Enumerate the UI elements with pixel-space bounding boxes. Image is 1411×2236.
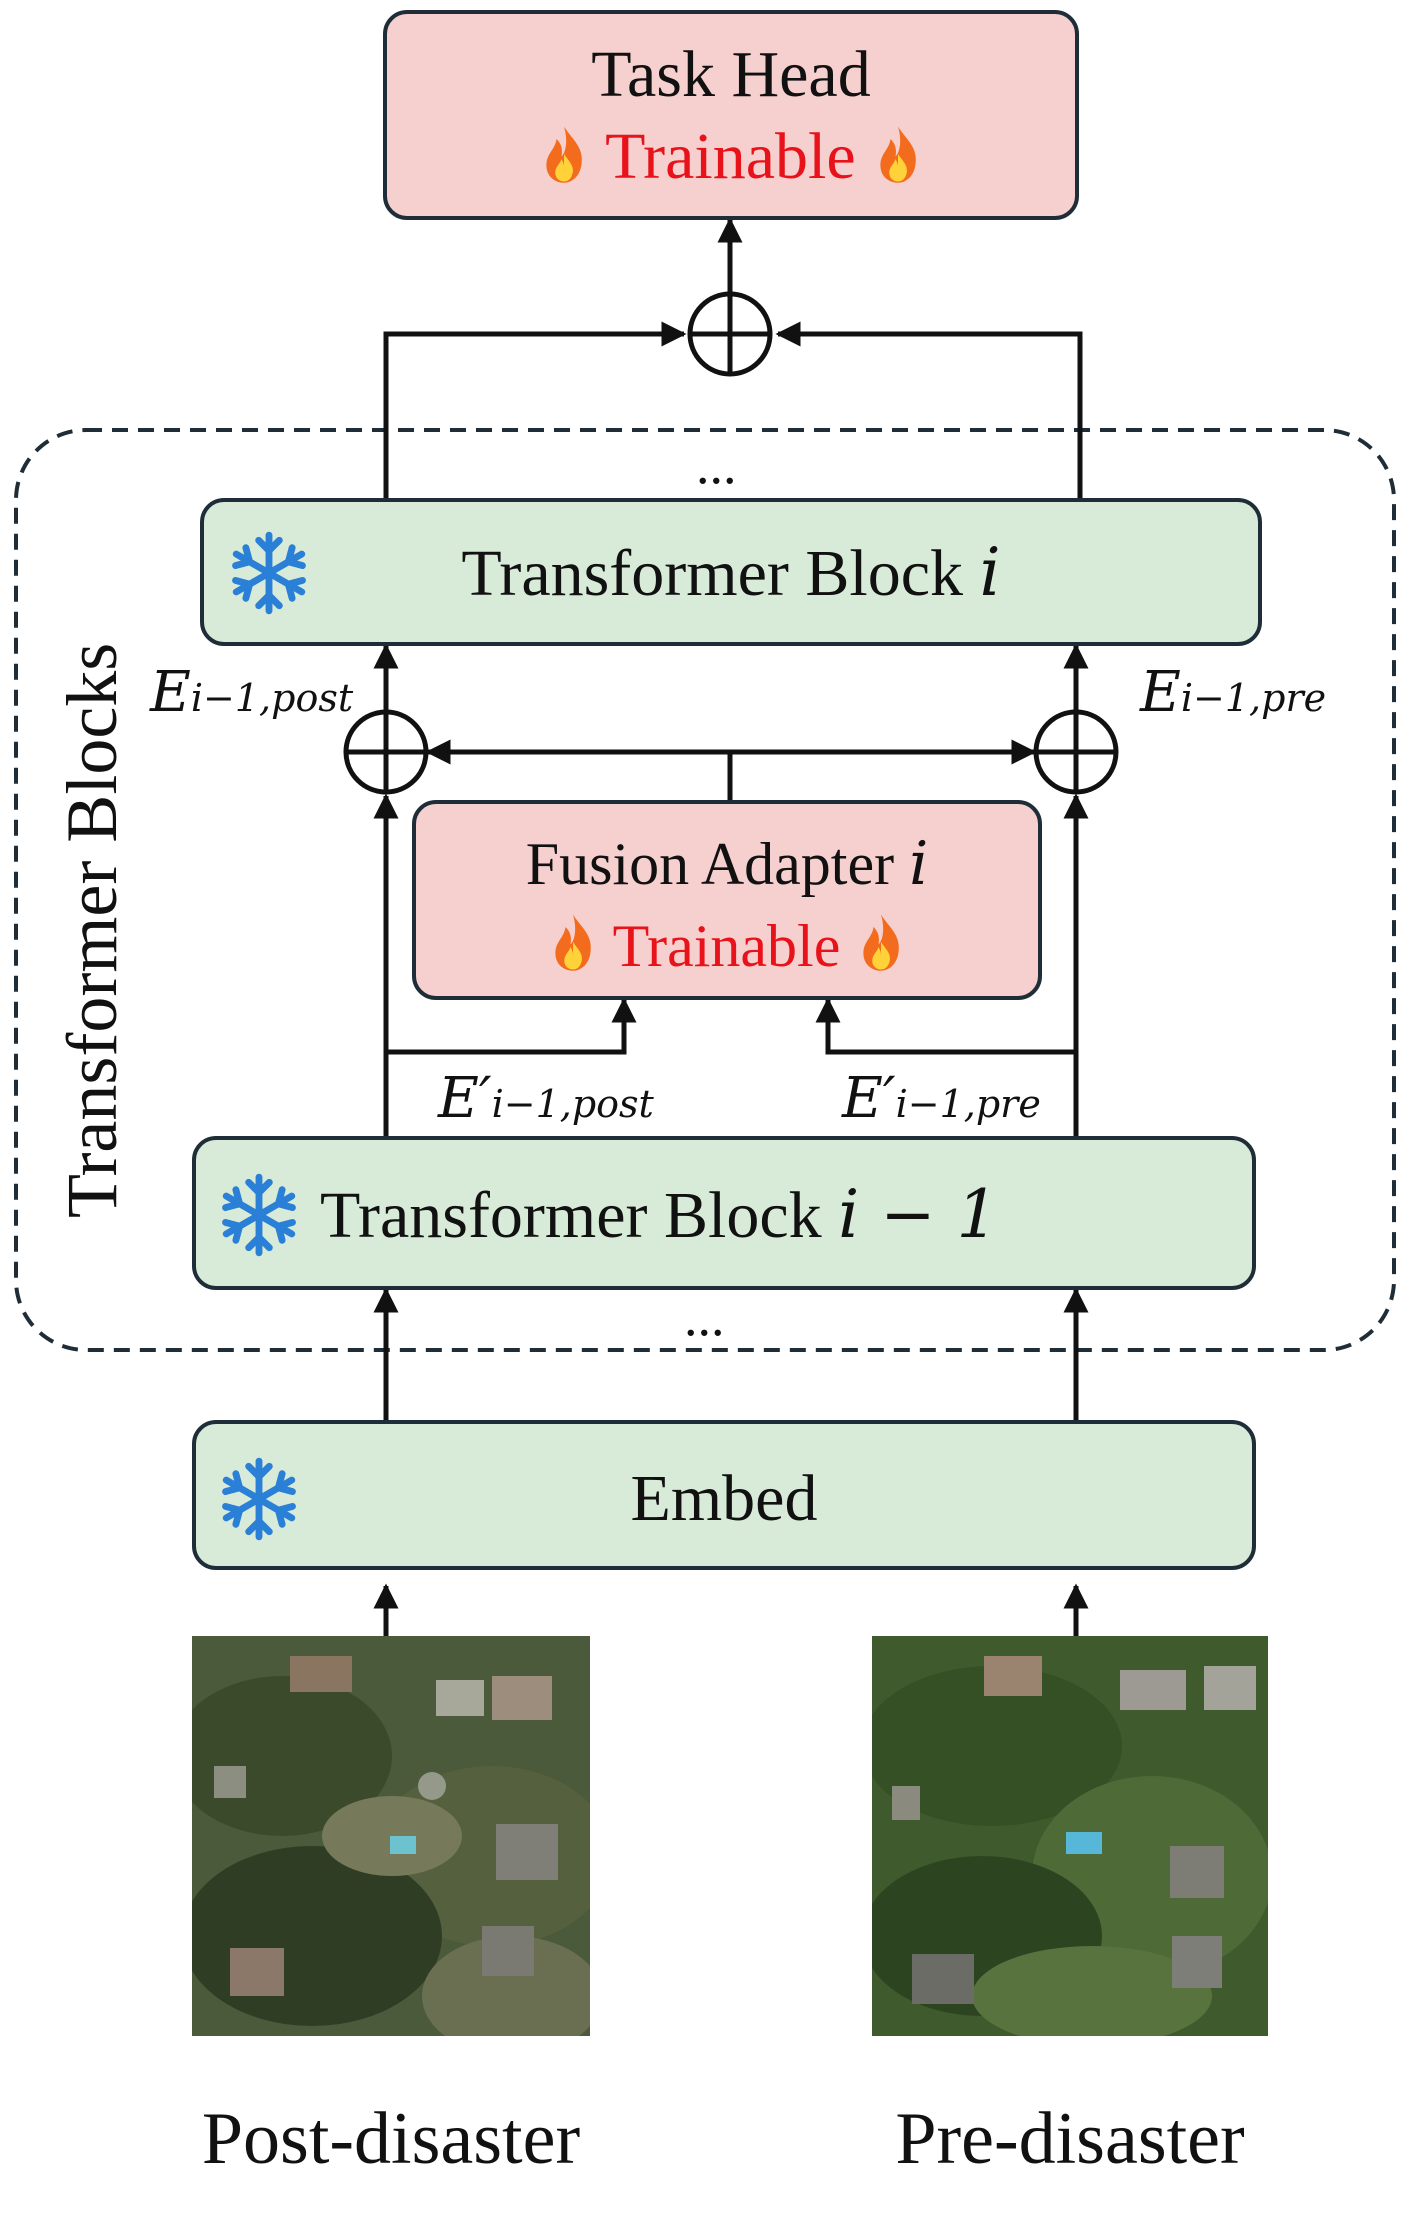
snowflake-icon: [222, 1457, 296, 1541]
flame-icon: [863, 914, 900, 971]
edge-label-e-post: Ei−1,post: [150, 660, 354, 725]
post-disaster-image: [192, 1636, 590, 2036]
fusion-adapter-title: Fusion Adapter i: [525, 829, 929, 899]
post-disaster-caption: Post-disaster: [201, 2098, 581, 2180]
task-head-title: Task Head: [591, 38, 871, 111]
pre-disaster-image: [872, 1636, 1268, 2036]
fusion-adapter-box: Fusion Adapter i Trainable: [412, 800, 1042, 1000]
snowflake-icon: [232, 531, 306, 615]
ellipsis-bottom: ...: [684, 1287, 725, 1347]
edge-label-e-prime-pre: E′i−1,pre: [842, 1066, 1041, 1131]
edge-label-e-prime-post: E′i−1,post: [438, 1066, 654, 1131]
flame-icon: [555, 914, 591, 971]
pre-disaster-caption: Pre-disaster: [895, 2098, 1245, 2180]
edge-label-e-pre: Ei−1,pre: [1140, 660, 1327, 725]
fusion-adapter-status-row: Trainable: [416, 912, 1038, 976]
transformer-block-i-label: Transformer Block i: [461, 534, 1001, 611]
fusion-adapter-status: Trainable: [612, 913, 841, 979]
task-head-status-row: Trainable: [387, 124, 1075, 190]
embed-box: Embed: [192, 1420, 1256, 1570]
fusion-plus-top-icon: [687, 291, 773, 377]
snowflake-icon: [222, 1173, 296, 1257]
transformer-block-prev: Transformer Block i − 1: [192, 1136, 1256, 1290]
flame-icon: [880, 126, 916, 183]
fusion-plus-pre-icon: [1033, 709, 1119, 795]
fusion-plus-post-icon: [343, 709, 429, 795]
transformer-blocks-label: Transformer Blocks: [52, 642, 132, 1218]
transformer-block-i: Transformer Block i: [200, 498, 1262, 646]
task-head-status: Trainable: [605, 120, 856, 193]
ellipsis-top: ...: [696, 435, 737, 495]
flame-icon: [546, 126, 582, 183]
transformer-block-prev-label: Transformer Block i − 1: [320, 1176, 999, 1253]
embed-label: Embed: [630, 1462, 818, 1535]
task-head-box: Task Head Trainable: [383, 10, 1079, 220]
